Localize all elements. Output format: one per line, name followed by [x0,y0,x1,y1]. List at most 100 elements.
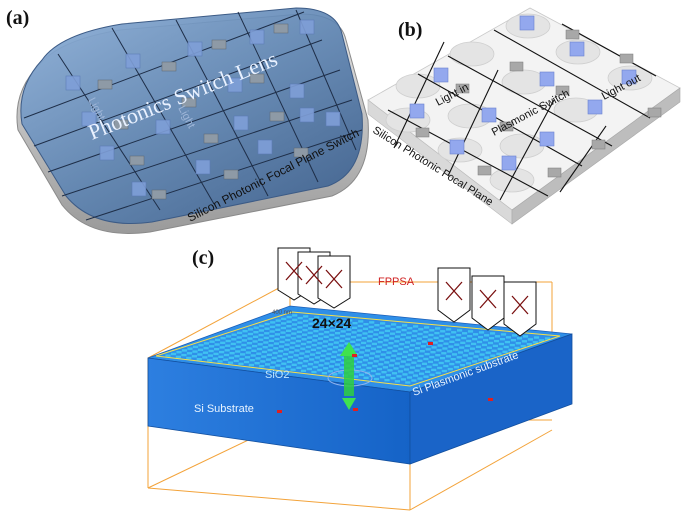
array-cell [197,353,203,356]
array-cell [302,328,308,332]
array-cell [192,350,198,353]
array-cell [449,362,455,366]
array-cell [460,341,466,344]
array-cell [335,358,342,361]
array-cell [223,358,229,361]
array-cell [467,335,473,338]
array-cell [391,354,397,357]
array-cell [440,330,446,333]
array-cell [388,364,394,367]
array-cell [308,327,314,330]
array-cell [446,328,452,331]
array-cell [225,344,231,347]
array-cell [366,339,372,343]
array-cell [274,333,280,336]
array-cell [479,353,485,356]
array-cell [305,350,311,353]
array-cell [275,364,281,367]
array-cell [403,368,410,371]
array-cell [219,346,225,349]
array-cell [202,356,208,359]
array-cell [400,360,406,363]
array-cell [312,334,318,337]
array-cell [244,356,251,359]
array-cell [290,337,296,340]
array-cell [394,340,400,343]
array-cell [332,350,338,354]
array-cell [480,348,486,351]
array-cell [449,340,455,343]
array-cell [516,337,523,340]
array-cell [291,327,297,331]
array-cell [309,353,316,356]
array-cell [393,344,399,348]
array-cell [463,349,470,352]
array-cell [176,351,182,354]
array-cell [270,361,276,364]
array-cell [447,350,453,353]
array-cell [394,380,400,383]
array-cell [187,347,193,350]
array-cell [202,351,209,354]
array-cell [354,348,360,351]
array-cell [384,329,390,333]
array-cell [421,362,428,365]
array-cell [340,361,346,364]
array-cell [451,353,458,356]
array-cell [393,367,399,370]
array-cell [351,331,357,334]
array-cell [282,357,288,361]
array-cell [323,340,329,343]
array-cell [363,376,369,379]
array-cell [473,333,479,336]
array-cell [339,339,345,342]
array-cell [406,358,412,361]
array-cell [378,336,384,339]
array-cell [291,332,297,335]
array-cell [396,375,402,378]
laser-symbol [327,342,373,410]
array-cell [346,323,352,327]
array-cell [367,361,373,365]
array-cell [475,345,482,348]
array-cell [225,339,231,343]
array-cell [339,366,345,369]
array-cell [533,336,540,339]
array-cell [191,355,197,358]
array-cell [386,351,392,354]
array-cell [473,355,479,358]
array-cell [264,332,270,335]
array-cell [340,334,346,338]
array-cell [361,363,367,367]
array-cell [456,334,462,337]
array-cell [397,370,404,373]
array-cell [266,353,272,356]
array-cell [445,332,451,336]
array-cell [230,347,236,350]
array-cell [366,344,372,347]
array-cell [300,369,307,372]
array-cell [457,351,464,354]
array-cell [273,342,279,345]
array-cell [494,335,501,338]
array-cell [272,351,278,355]
array-cell [287,355,294,359]
array-cell [414,369,420,372]
array-cell [414,347,420,350]
array-cell [217,360,223,363]
array-cell [271,356,277,359]
array-cell [400,378,406,381]
array-cell [268,344,274,347]
array-cell [521,340,527,343]
array-cell [503,345,509,349]
array-cell [427,338,433,341]
array-cell [340,330,346,333]
lens-switches [97,23,309,200]
array-cell [438,361,444,365]
array-cell [325,317,331,320]
array-cell [292,358,298,362]
panel-c: FPPSA 24×24 400 nm SiO2 Si Substrate Si … [147,247,573,511]
array-cell [231,333,237,336]
array-cell [417,377,423,380]
